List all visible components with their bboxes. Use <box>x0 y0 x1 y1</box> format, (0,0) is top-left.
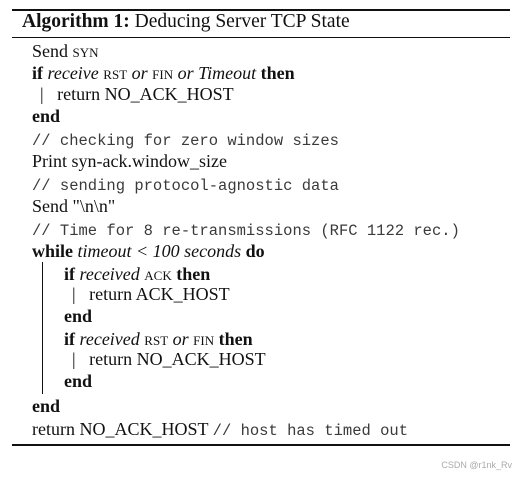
line-while: while timeout < 100 seconds do <box>32 241 265 261</box>
bottom-rule <box>12 444 510 446</box>
keyword-if: if <box>32 63 43 83</box>
fin-flag: fin <box>193 329 215 349</box>
comment: // Time for 8 re-transmissions (RFC 1122… <box>32 222 460 240</box>
algorithm-title: Algorithm 1: Deducing Server TCP State <box>22 11 350 33</box>
line-send-syn: Send syn <box>32 41 99 61</box>
algorithm-label: Algorithm 1: <box>22 11 130 32</box>
while-block-rule <box>42 262 43 394</box>
ack-flag: ack <box>144 264 172 284</box>
received-text: received <box>79 264 140 284</box>
line-return-no-ack-2: | return NO_ACK_HOST <box>72 349 266 369</box>
while-condition: timeout < 100 seconds <box>77 241 242 261</box>
line-print-window: Print syn-ack.window_size <box>32 151 227 171</box>
block-bar: | <box>40 84 44 104</box>
return-statement: return NO_ACK_HOST <box>32 419 213 439</box>
receive-text: receive <box>47 63 99 83</box>
rst-flag: rst <box>103 63 128 83</box>
or-text: or <box>177 63 194 83</box>
block-bar: | <box>72 349 76 369</box>
line-final-return: return NO_ACK_HOST // host has timed out <box>32 419 408 441</box>
return-statement: return ACK_HOST <box>89 284 230 304</box>
or-text: or <box>172 329 189 349</box>
print-statement: Print syn-ack.window_size <box>32 151 227 171</box>
or-text: or <box>131 63 148 83</box>
keyword-do: do <box>245 241 265 261</box>
comment: // checking for zero window sizes <box>32 132 339 150</box>
line-end-while: end <box>32 396 60 416</box>
keyword-end: end <box>64 371 93 391</box>
keyword-then: then <box>176 264 211 284</box>
send-text: Send <box>32 41 73 61</box>
line-comment-window: // checking for zero window sizes <box>32 129 339 151</box>
watermark: CSDN @r1nk_Rv <box>441 460 512 470</box>
timeout-text: Timeout <box>198 63 257 83</box>
top-rule <box>12 9 510 11</box>
keyword-while: while <box>32 241 74 261</box>
line-send-newlines: Send "\n\n" <box>32 196 115 216</box>
line-end-1: end <box>32 106 60 126</box>
line-return-no-ack-1: | return NO_ACK_HOST <box>40 84 234 104</box>
block-bar: | <box>72 284 76 304</box>
line-comment-data: // sending protocol-agnostic data <box>32 174 339 196</box>
line-if-received-ack: if received ack then <box>64 264 210 284</box>
rst-flag: rst <box>144 329 169 349</box>
keyword-end: end <box>64 306 93 326</box>
return-statement: return NO_ACK_HOST <box>57 84 234 104</box>
comment: // host has timed out <box>212 422 409 440</box>
keyword-end: end <box>32 396 61 416</box>
line-end-3: end <box>64 371 92 391</box>
received-text: received <box>79 329 140 349</box>
keyword-end: end <box>32 106 61 126</box>
line-if-received-rst: if received rst or fin then <box>64 329 253 349</box>
send-statement: Send "\n\n" <box>32 196 116 216</box>
keyword-then: then <box>260 63 295 83</box>
keyword-if: if <box>64 329 75 349</box>
keyword-if: if <box>64 264 75 284</box>
fin-flag: fin <box>152 63 174 83</box>
line-comment-retransmissions: // Time for 8 re-transmissions (RFC 1122… <box>32 219 460 241</box>
return-statement: return NO_ACK_HOST <box>89 349 266 369</box>
keyword-then: then <box>218 329 253 349</box>
line-return-ack: | return ACK_HOST <box>72 284 230 304</box>
syn-flag: syn <box>72 41 99 61</box>
algorithm-name: Deducing Server TCP State <box>134 11 350 32</box>
line-if-receive: if receive rst or fin or Timeout then <box>32 63 295 83</box>
comment: // sending protocol-agnostic data <box>32 177 339 195</box>
title-separator <box>12 37 510 38</box>
line-end-2: end <box>64 306 92 326</box>
